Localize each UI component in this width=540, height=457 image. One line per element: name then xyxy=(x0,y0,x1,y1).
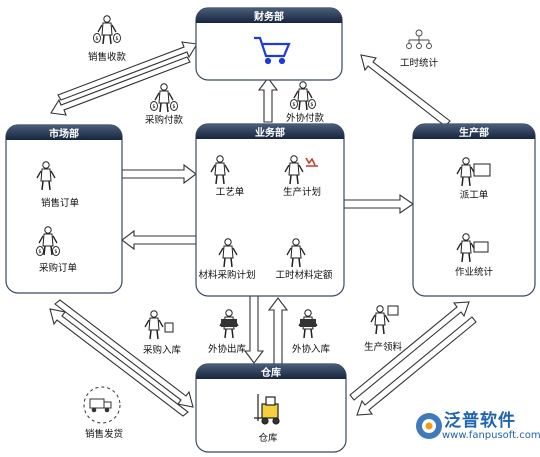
arrow-production-to-finance xyxy=(360,54,451,127)
production-plan-label: 生产计划 xyxy=(283,186,321,198)
logo-name: 泛普软件 xyxy=(444,411,516,431)
arrow-business-to-finance xyxy=(257,77,279,123)
work-statistics-label: 作业统计 xyxy=(455,266,494,278)
chart-icon xyxy=(305,157,318,167)
hour-material-quota-label: 工时材料定额 xyxy=(275,269,333,281)
arrow-market-to-business xyxy=(121,163,197,185)
logo-mark-icon xyxy=(416,413,442,439)
svg-text:销售发货: 销售发货 xyxy=(85,428,123,440)
arrow-warehouse-to-production xyxy=(349,301,470,401)
sales-order-label: 销售订单 xyxy=(41,197,80,209)
arrow-warehouse-to-business xyxy=(267,297,289,366)
svg-text:采购入库: 采购入库 xyxy=(143,344,182,356)
warehouse-label: 仓库 xyxy=(258,432,278,444)
purchase-order-label: 采购订单 xyxy=(39,262,78,274)
finance-box: 财务部 xyxy=(195,7,343,81)
arrows xyxy=(49,41,477,417)
money-bag-icon xyxy=(52,246,60,256)
svg-text:销售收款: 销售收款 xyxy=(88,51,127,63)
production-title: 生产部 xyxy=(459,126,489,139)
forklift-icon xyxy=(254,394,280,425)
arrow-finance-to-market xyxy=(50,56,191,116)
money-bag-icon xyxy=(36,246,44,256)
material-purchase-plan-label: 材料采购计划 xyxy=(198,269,255,281)
svg-text:工时统计: 工时统计 xyxy=(400,57,439,69)
svg-text:外协出库: 外协出库 xyxy=(208,343,247,355)
svg-text:外协入库: 外协入库 xyxy=(292,343,331,355)
production-box: 生产部 派工单 作业统计 xyxy=(412,123,536,297)
arrow-business-to-production xyxy=(343,193,414,215)
process-sheet-label: 工艺单 xyxy=(216,186,245,198)
svg-text:外协付款: 外协付款 xyxy=(286,112,325,124)
business-title: 业务部 xyxy=(255,126,285,139)
flow-work-hours: 工时统计 xyxy=(400,29,439,69)
flow-purchase-in: 采购入库 xyxy=(143,310,182,356)
warehouse-title: 仓库 xyxy=(260,366,281,379)
market-title: 市场部 xyxy=(49,127,79,140)
arrow-warehouse-to-market xyxy=(49,308,189,417)
flow-outsource-in: 外协入库 xyxy=(292,309,331,355)
svg-text:采购付款: 采购付款 xyxy=(145,114,184,126)
workstation-icon xyxy=(473,241,489,253)
brand-logo: 泛普软件 www.fanpusoft.com xyxy=(414,404,540,452)
arrow-business-to-market xyxy=(121,229,197,251)
logo-url: www.fanpusoft.com xyxy=(442,430,540,441)
flow-sales-receipt: 销售收款 xyxy=(88,15,127,63)
dispatch-sheet-label: 派工单 xyxy=(460,189,489,201)
market-box: 市场部 销售订单 采购订单 xyxy=(5,124,123,294)
arrow-market-to-finance xyxy=(57,41,198,101)
org-chart-icon xyxy=(406,29,432,49)
shopping-cart-icon xyxy=(254,36,291,65)
delivery-truck-icon xyxy=(83,386,121,424)
desk-icon xyxy=(473,163,491,177)
arrow-production-to-warehouse xyxy=(356,316,477,416)
svg-text:生产领料: 生产领料 xyxy=(364,341,403,353)
finance-title: 财务部 xyxy=(253,10,284,23)
flow-outsource-out: 外协出库 xyxy=(208,309,247,355)
flow-sales-ship: 销售发货 xyxy=(83,386,123,440)
warehouse-box: 仓库 仓库 xyxy=(195,363,347,453)
flow-purchase-payment: 采购付款 xyxy=(145,83,184,126)
arrow-business-to-warehouse xyxy=(243,295,265,364)
flow-production-pick: 生产领料 xyxy=(364,305,403,353)
flow-outsource-payment: 外协付款 xyxy=(286,81,325,124)
business-box: 业务部 工艺单 生产计划 材料采购计划 工时材料定额 xyxy=(195,123,345,297)
arrow-market-to-warehouse xyxy=(54,299,194,408)
